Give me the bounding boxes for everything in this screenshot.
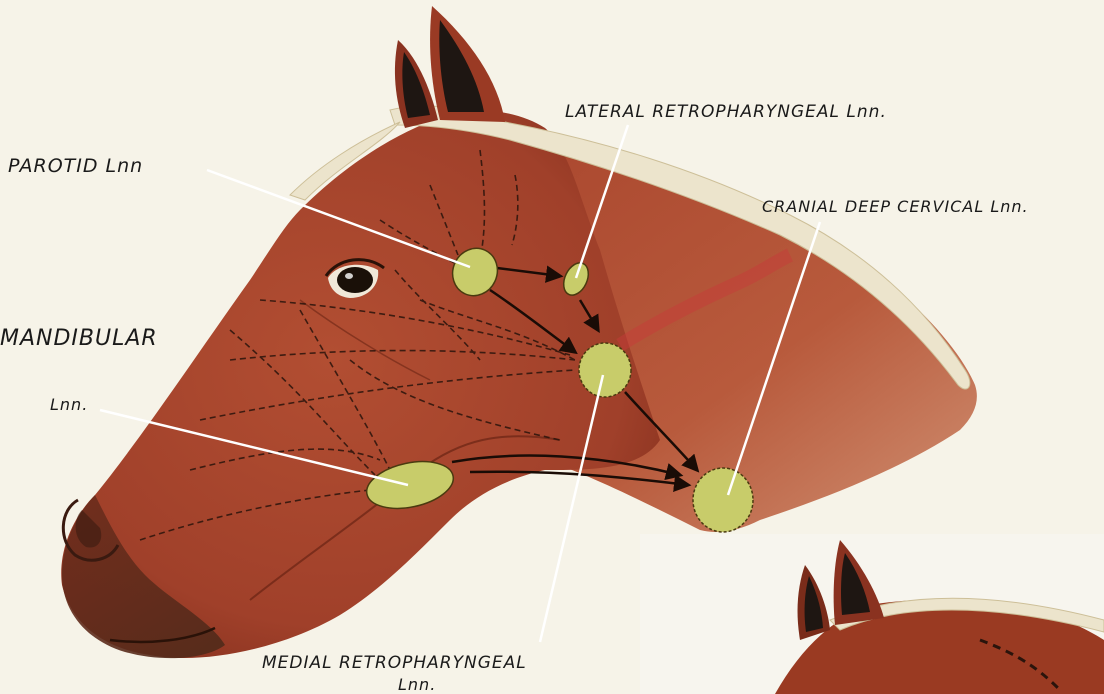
label-medial-retropharyngeal-lnn: Lnn. <box>398 675 436 694</box>
label-lateral-retropharyngeal: LATERAL RETROPHARYNGEAL Lnn. <box>565 102 887 122</box>
head <box>61 111 660 658</box>
label-mandibular-lnn: Lnn. <box>50 395 88 414</box>
cranial-deep-cervical-node <box>693 468 753 532</box>
label-cranial-deep-cervical: CRANIAL DEEP CERVICAL Lnn. <box>762 197 1029 216</box>
inset-horse <box>640 534 1104 694</box>
label-medial-retropharyngeal: MEDIAL RETROPHARYNGEAL <box>262 653 527 673</box>
label-parotid: PAROTID Lnn <box>8 155 143 177</box>
medial-retropharyngeal-node <box>579 343 631 397</box>
label-mandibular: MANDIBULAR <box>0 326 158 351</box>
